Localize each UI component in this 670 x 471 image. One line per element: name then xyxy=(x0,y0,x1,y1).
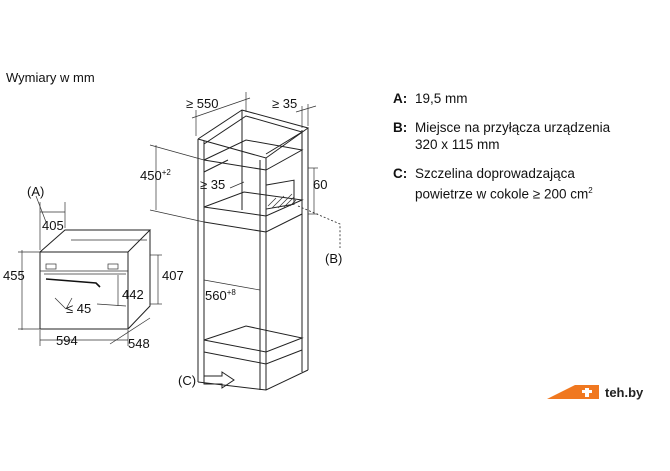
legend-line: powietrze w cokole ≥ 200 cm2 xyxy=(415,182,663,203)
legend-line: 19,5 mm xyxy=(415,91,468,106)
legend-key: A: xyxy=(393,91,408,106)
oven-dim-442: 442 xyxy=(122,287,144,302)
hatch-area xyxy=(267,193,297,209)
legend-line: Szczelina doprowadzająca xyxy=(415,166,575,181)
cabinet-dim-560: 560+8 xyxy=(205,288,236,303)
cabinet-dim-550: ≥ 550 xyxy=(186,96,218,111)
cabinet-dim-450-value: 450 xyxy=(140,168,162,183)
cabinet-dim-450: 450+2 xyxy=(140,168,171,183)
legend-key: C: xyxy=(393,166,408,181)
legend-item-a: A: 19,5 mm xyxy=(393,90,663,107)
legend-line: 320 x 115 mm xyxy=(415,137,500,152)
legend-text: 19,5 mm xyxy=(415,90,663,107)
callout-b: (B) xyxy=(325,251,342,266)
callout-a: (A) xyxy=(27,184,44,199)
legend-line: Miejsce na przyłącza urządzenia xyxy=(415,120,611,135)
legend-item-b: B: Miejsce na przyłącza urządzenia 320 x… xyxy=(393,119,663,153)
callout-c: (C) xyxy=(178,373,196,388)
oven-drawing xyxy=(18,195,162,346)
oven-dim-548: 548 xyxy=(128,336,150,351)
oven-dim-594: 594 xyxy=(56,333,78,348)
oven-dim-407: 407 xyxy=(162,268,184,283)
cabinet-dim-560-value: 560 xyxy=(205,288,227,303)
oven-dim-455: 455 xyxy=(3,268,25,283)
legend: A: 19,5 mm B: Miejsce na przyłącza urząd… xyxy=(393,90,663,215)
cabinet-dim-60: 60 xyxy=(313,177,327,192)
cabinet-drawing xyxy=(149,92,341,391)
legend-superscript: 2 xyxy=(588,186,593,195)
legend-text: Szczelina doprowadzająca powietrze w cok… xyxy=(415,165,663,203)
legend-text: Miejsce na przyłącza urządzenia 320 x 11… xyxy=(415,119,663,153)
cabinet-dim-35-inner: ≥ 35 xyxy=(200,177,225,192)
teh-logo-icon xyxy=(545,379,601,405)
oven-dim-45: ≤ 45 xyxy=(66,301,91,316)
oven-dim-405: 405 xyxy=(42,218,64,233)
legend-item-c: C: Szczelina doprowadzająca powietrze w … xyxy=(393,165,663,203)
cabinet-dim-35-top: ≥ 35 xyxy=(272,96,297,111)
legend-key: B: xyxy=(393,120,408,135)
watermark: teh.by xyxy=(545,379,663,405)
page-title: Wymiary w mm xyxy=(6,70,95,85)
cabinet-dim-450-sup: +2 xyxy=(162,168,172,177)
legend-line-text: powietrze w cokole ≥ 200 cm xyxy=(415,186,589,202)
cabinet-dim-560-sup: +8 xyxy=(227,288,237,297)
watermark-text: teh.by xyxy=(605,384,644,400)
